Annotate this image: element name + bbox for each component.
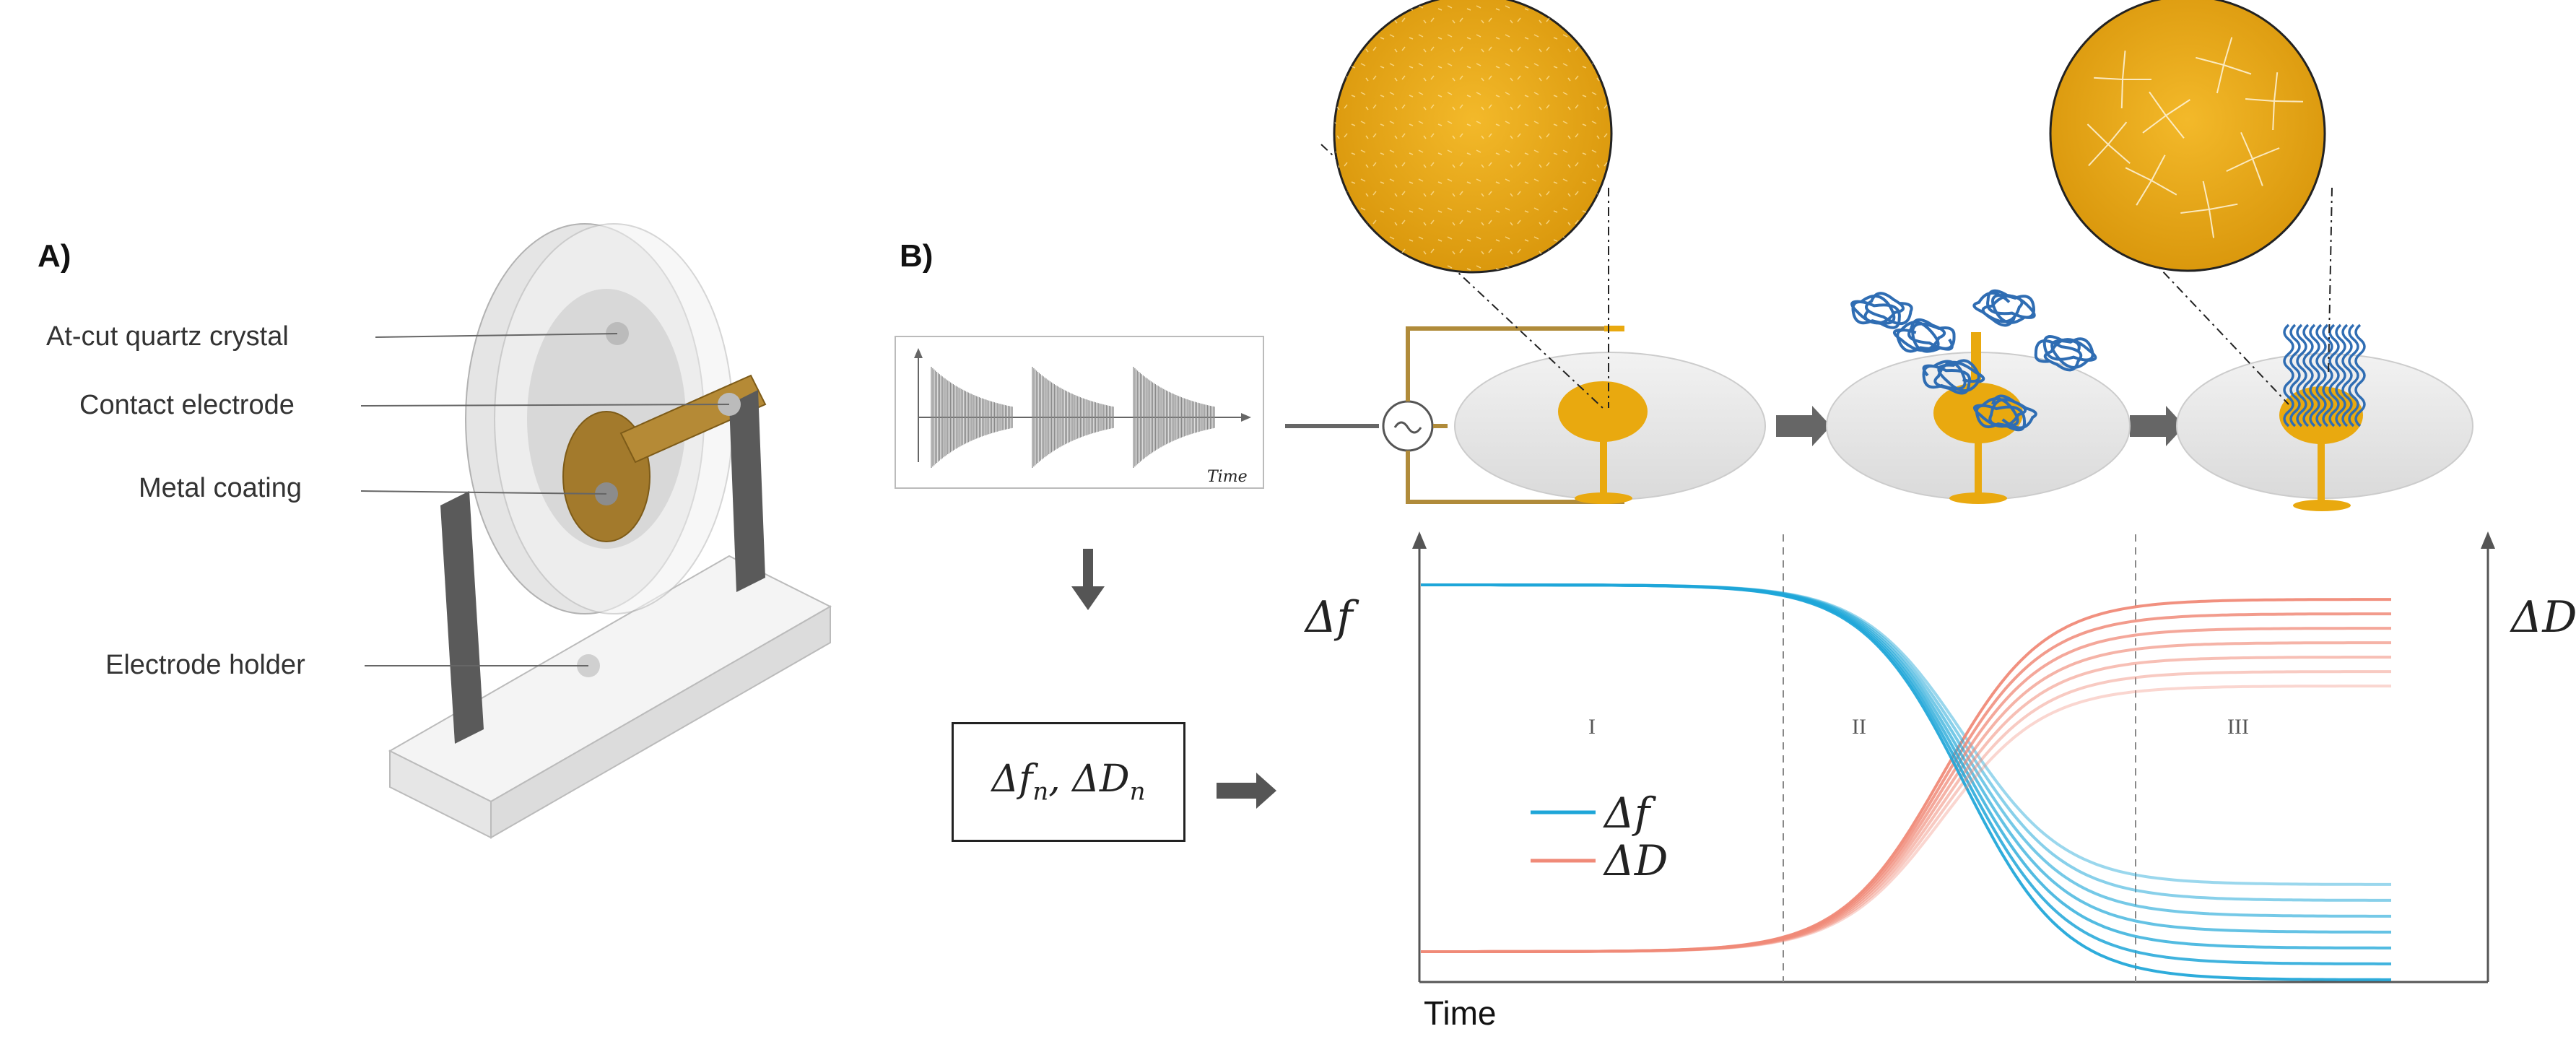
label-metal-coating: Metal coating bbox=[139, 473, 303, 503]
arrow-right-icon bbox=[1217, 773, 1276, 809]
sensor-disc-adsorbing bbox=[1826, 289, 2131, 504]
box-dd: , ΔD bbox=[1048, 757, 1130, 801]
oscillation-signal bbox=[895, 336, 1264, 489]
signal-time-label: Time bbox=[1207, 468, 1248, 486]
arrow-right-icon bbox=[1776, 406, 1831, 446]
label-contact-electrode: Contact electrode bbox=[79, 390, 295, 420]
phase-label-2: II bbox=[1852, 715, 1866, 739]
phase-label-1: I bbox=[1588, 715, 1596, 739]
qcm-chart bbox=[1412, 531, 2495, 983]
box-dd-sub: n bbox=[1129, 777, 1146, 807]
legend-label-df: Δf bbox=[1604, 788, 1650, 838]
qcm-device bbox=[360, 223, 832, 839]
y-axis-left-label: Δf bbox=[1305, 592, 1353, 643]
afm-image-bare bbox=[1320, 0, 1613, 409]
legend-label-dd: ΔD bbox=[1604, 836, 1668, 885]
arrow-down-icon bbox=[1071, 549, 1105, 610]
box-df-sub: n bbox=[1032, 777, 1049, 807]
sensor-disc-brush bbox=[2176, 323, 2473, 511]
x-axis-label: Time bbox=[1424, 994, 1497, 1032]
box-df: Δf bbox=[991, 757, 1033, 801]
phase-label-3: III bbox=[2227, 715, 2249, 739]
panel-a-label: A) bbox=[38, 238, 71, 274]
afm-image-brush bbox=[2049, 0, 2333, 405]
label-quartz-crystal: At-cut quartz crystal bbox=[46, 321, 289, 352]
y-axis-right-label: ΔD bbox=[2511, 592, 2576, 643]
measured-quantities-box: Δfn, ΔDn bbox=[952, 722, 1185, 842]
panel-b-label: B) bbox=[900, 238, 934, 274]
arrow-right-icon bbox=[2130, 406, 2185, 446]
label-electrode-holder: Electrode holder bbox=[105, 650, 305, 680]
ac-source-icon bbox=[1393, 421, 1422, 434]
sensor-disc-bare bbox=[1454, 326, 1766, 504]
